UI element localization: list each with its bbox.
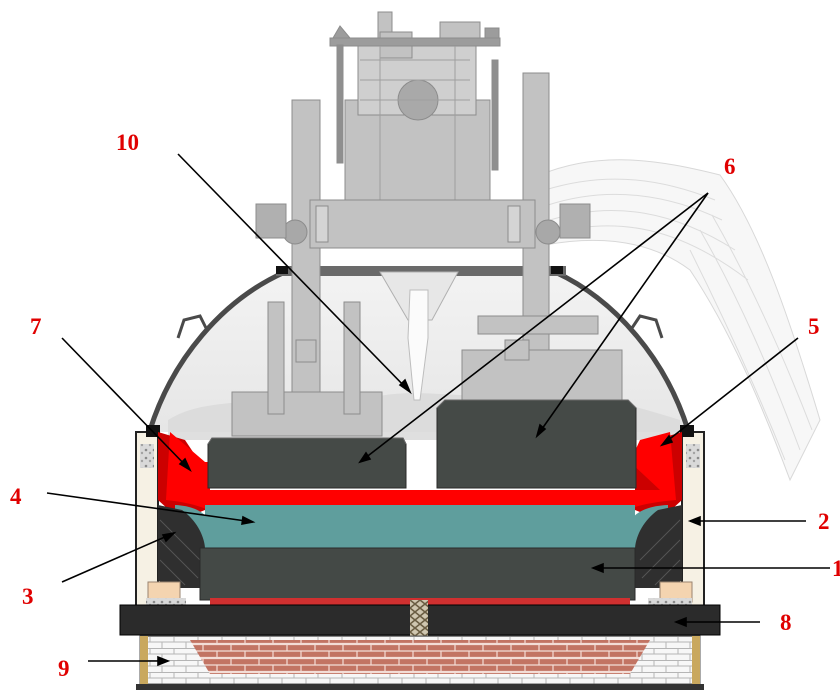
label-9: 9 (58, 656, 70, 681)
label-10: 10 (116, 130, 139, 155)
label-5: 5 (808, 314, 820, 339)
leader-line-6b (536, 192, 709, 437)
metal-pad-core (205, 505, 635, 549)
superstructure (231, 11, 623, 437)
corner-insulation (146, 581, 693, 608)
anodes (207, 399, 637, 489)
exhaust-duct (539, 159, 821, 482)
leader-lines (46, 153, 830, 667)
label-3: 3 (22, 584, 34, 609)
leader-line-3 (61, 532, 175, 583)
molten-bath (166, 432, 676, 520)
leader-line-6a (359, 192, 709, 463)
leader-line-4 (46, 492, 254, 523)
callout-labels: 10 6 7 5 4 2 3 1 8 9 (10, 130, 840, 681)
leader-line-10 (177, 153, 411, 393)
label-8: 8 (780, 610, 792, 635)
label-6: 6 (724, 154, 736, 179)
label-2: 2 (818, 509, 830, 534)
leader-line-7 (61, 337, 191, 471)
current-connector (410, 600, 428, 638)
refractory-base (136, 635, 704, 690)
cathode-block (199, 547, 636, 601)
label-7: 7 (30, 314, 42, 339)
leader-line-5 (661, 337, 799, 446)
label-4: 4 (10, 484, 22, 509)
label-1: 1 (832, 556, 840, 581)
